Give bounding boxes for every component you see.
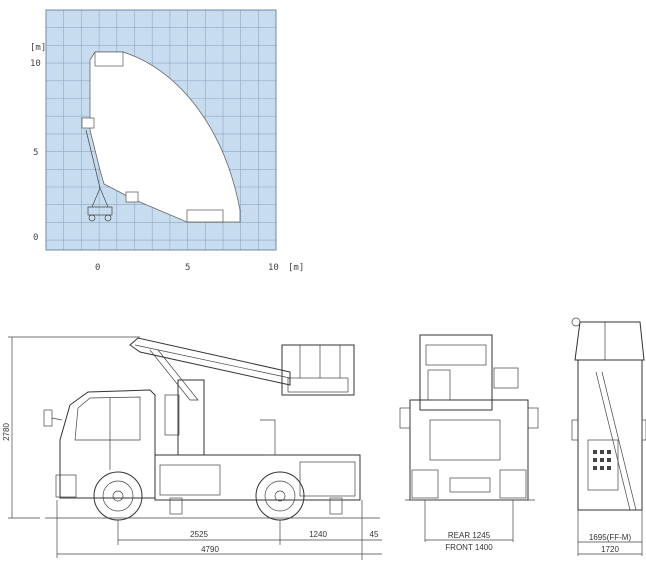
overall-height-value: 2780: [2, 423, 11, 441]
x-tick-5: 5: [185, 263, 190, 273]
rear-overhang-value: 1240: [309, 530, 327, 539]
working-envelope: [89, 51, 241, 223]
rear-wheel-right: [499, 469, 527, 499]
grid-border: [45, 9, 277, 251]
x-tick-10: 10: [268, 263, 279, 273]
bucket-low: [125, 191, 139, 203]
overall-length-value: 4790: [201, 545, 219, 554]
tread-front-value: FRONT 1400: [445, 543, 493, 552]
y-tick-10: 10: [30, 59, 41, 69]
boom: [129, 337, 291, 386]
mirror: [43, 409, 53, 427]
rear-wheel-left: [411, 469, 439, 499]
turret: [177, 379, 205, 456]
tread-rear-value: REAR 1245: [448, 531, 491, 540]
control-panel: [593, 450, 611, 470]
bed: [154, 454, 361, 501]
front-body: [577, 359, 643, 511]
bucket-mid: [81, 117, 95, 129]
x-tick-0: 0: [95, 263, 100, 273]
tail-value: 45: [370, 530, 379, 539]
bucket-top: [94, 51, 124, 67]
y-unit-label: [m]: [30, 43, 46, 53]
frame-width-value: 1695(FF-M): [589, 533, 632, 542]
y-tick-0: 0: [33, 233, 38, 243]
bucket: [281, 344, 355, 396]
cab: [59, 389, 156, 499]
rear-wheel: [255, 471, 305, 521]
y-tick-5: 5: [33, 148, 38, 158]
front-bucket: [574, 321, 645, 361]
cab-window: [74, 396, 141, 441]
overall-width-value: 1720: [601, 545, 619, 554]
rear-bucket: [419, 334, 493, 411]
reach-chart: [m] 10 5 0 0 5 10 [m]: [30, 9, 304, 273]
x-unit-label: [m]: [288, 263, 304, 273]
front-wheel: [93, 471, 143, 521]
wheelbase-value: 2525: [190, 530, 208, 539]
bucket-far: [186, 209, 224, 223]
truck-origin-icon: [85, 129, 113, 222]
side-view-truck: 2780 2525 1240 45 4790: [2, 336, 382, 560]
rear-view-truck: REAR 1245 FRONT 1400: [399, 334, 539, 552]
front-view-truck: 1695(FF-M) 1720: [571, 317, 646, 556]
